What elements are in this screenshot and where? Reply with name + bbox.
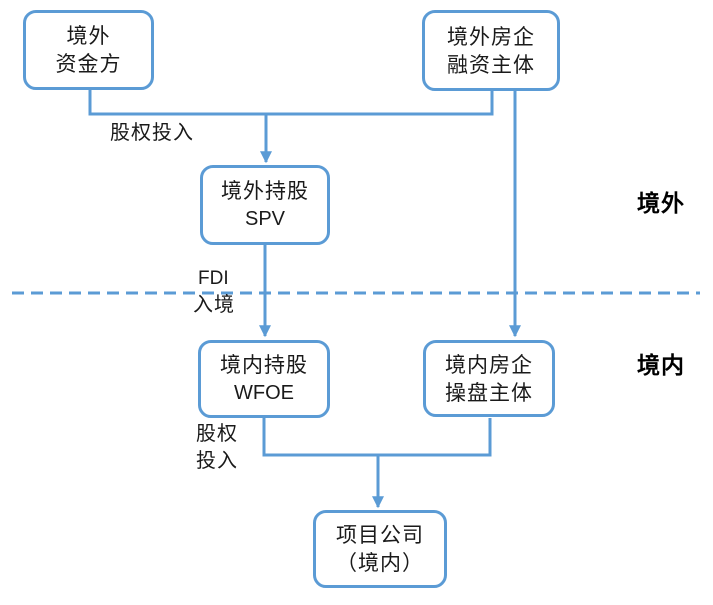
node-onshore-operator-line2: 操盘主体 xyxy=(445,380,533,405)
node-offshore-issuer-line1: 境外房企 xyxy=(447,24,535,49)
edge-label-equity-investment-top: 股权投入 xyxy=(110,122,194,144)
node-offshore-fund-line2: 资金方 xyxy=(55,52,122,76)
node-onshore-wfoe: 境内持股 WFOE xyxy=(198,340,330,418)
node-onshore-wfoe-line2: WFOE xyxy=(234,382,294,404)
region-label-offshore: 境外 xyxy=(637,190,685,216)
connector-bottom-tee xyxy=(262,417,492,457)
node-onshore-wfoe-line1: 境内持股 xyxy=(220,353,308,377)
edge-label-equity-investment-bottom-line2: 投入 xyxy=(196,450,238,472)
node-onshore-operator-line1: 境内房企 xyxy=(445,352,533,377)
node-project-company-line1: 项目公司 xyxy=(336,523,424,547)
edge-label-equity-investment-bottom-line1: 股权 xyxy=(196,423,238,445)
node-project-company-line2: （境内） xyxy=(336,551,424,575)
node-offshore-issuer-line2: 融资主体 xyxy=(447,52,535,77)
region-label-onshore: 境内 xyxy=(637,352,685,378)
node-offshore-spv-line1: 境外持股 xyxy=(221,179,309,203)
node-offshore-spv: 境外持股 SPV xyxy=(200,165,330,245)
connector-top-tee xyxy=(88,89,494,116)
edge-label-entry: 入境 xyxy=(193,294,235,316)
node-project-company: 项目公司 （境内） xyxy=(313,510,447,588)
edge-label-equity-investment-bottom: 股权 投入 xyxy=(196,421,238,475)
node-offshore-fund: 境外 资金方 xyxy=(23,10,154,90)
node-offshore-spv-line2: SPV xyxy=(244,208,286,230)
node-offshore-issuer: 境外房企 融资主体 xyxy=(422,10,560,91)
edge-label-fdi: FDI xyxy=(198,268,229,289)
node-onshore-operator: 境内房企 操盘主体 xyxy=(423,340,555,417)
node-offshore-fund-line1: 境外 xyxy=(66,24,111,48)
